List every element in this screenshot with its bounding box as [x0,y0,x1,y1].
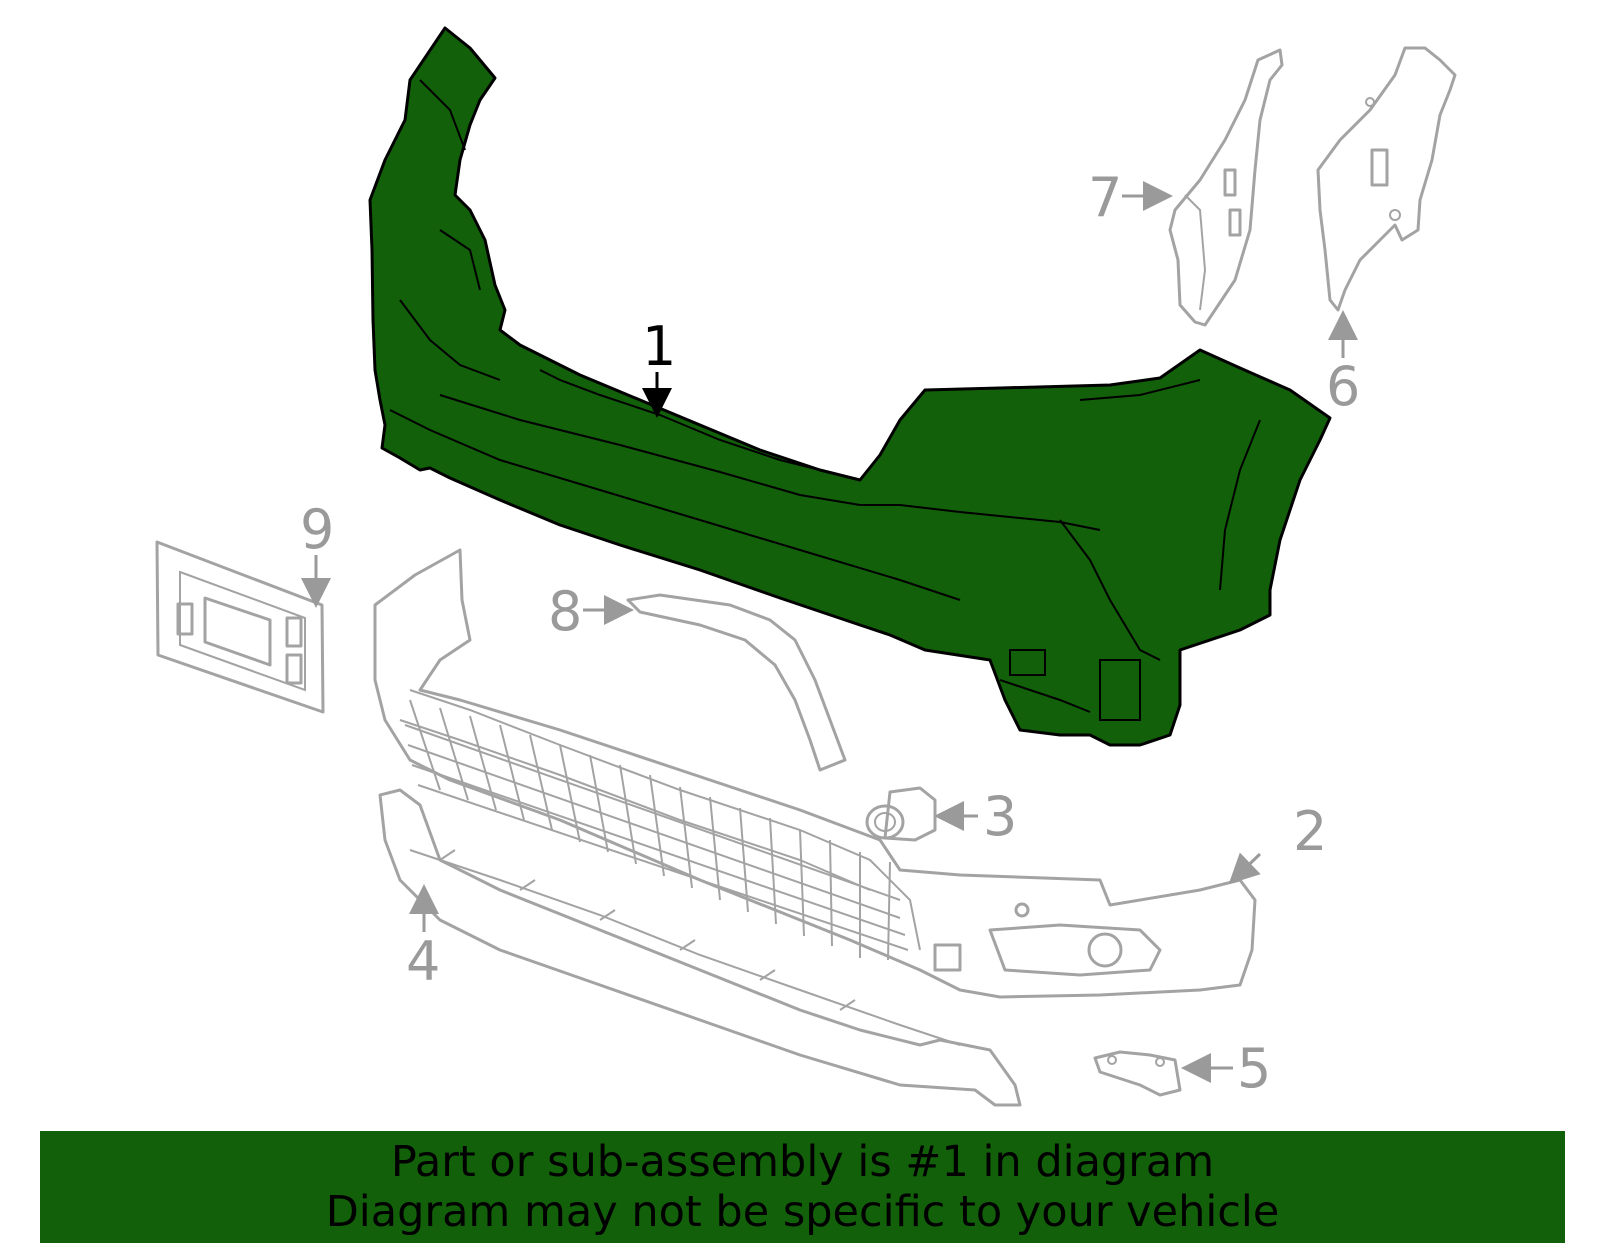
grille-mesh [404,699,909,961]
side-bracket-part-6[interactable] [1316,46,1457,312]
license-bracket-part-9[interactable] [155,540,325,714]
side-bracket-part-7[interactable] [1168,48,1284,327]
callout-9: 9 [300,498,334,561]
bumper-cover-part-1[interactable] [368,26,1332,747]
sensor-part-3[interactable] [865,786,937,842]
skid-plate-part-4[interactable] [378,788,1022,1107]
callout-4: 4 [406,930,440,993]
banner-line-1: Part or sub-assembly is #1 in diagram [390,1137,1215,1187]
callout-5: 5 [1237,1037,1271,1100]
info-banner: Part or sub-assembly is #1 in diagram Di… [40,1131,1565,1243]
callout-8: 8 [548,580,582,643]
banner-line-2: Diagram may not be specific to your vehi… [325,1187,1280,1237]
callout-1: 1 [642,315,676,378]
callout-7: 7 [1088,166,1122,229]
lower-fascia-part-2[interactable] [373,548,1257,999]
molding-part-8[interactable] [626,593,847,772]
bracket-part-5[interactable] [1093,1050,1182,1097]
callout-2: 2 [1293,800,1327,863]
callout-3: 3 [983,785,1017,848]
callout-6: 6 [1326,355,1360,418]
